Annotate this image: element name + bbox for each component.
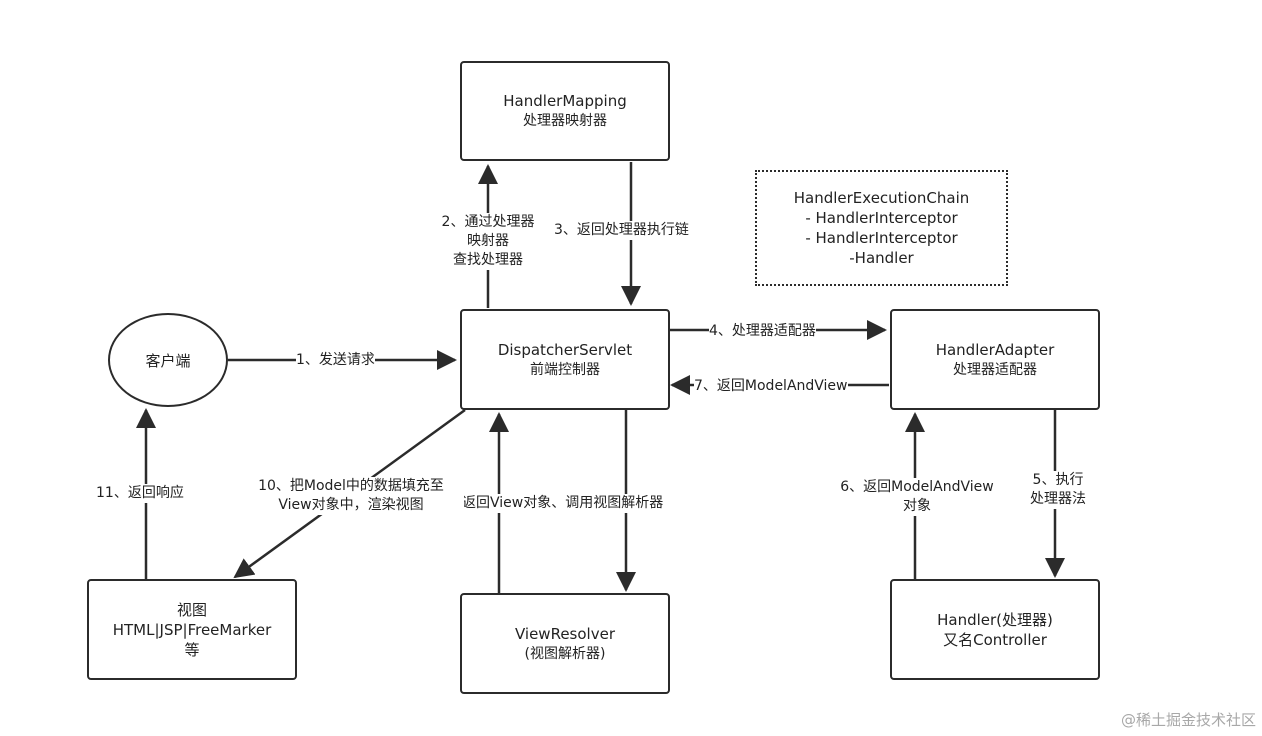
edge-label-10: 10、把Model中的数据填充至 View对象中，渲染视图 — [238, 477, 464, 515]
view-resolver-node: ViewResolver (视图解析器) — [460, 593, 670, 694]
handler-node: Handler(处理器) 又名Controller — [890, 579, 1100, 680]
watermark: @稀土掘金技术社区 — [1120, 711, 1256, 729]
handler-adapter-node: HandlerAdapter 处理器适配器 — [890, 309, 1100, 410]
edge-label-1: 1、发送请求 — [296, 351, 375, 370]
edge-label-5: 5、执行 处理器法 — [1020, 471, 1096, 509]
view-resolver-title: ViewResolver — [514, 624, 615, 643]
dispatcher-title: DispatcherServlet — [497, 340, 633, 359]
edge-label-3: 3、返回处理器执行链 — [554, 221, 689, 240]
view-resolver-subtitle: (视图解析器) — [524, 645, 606, 662]
client-node: 客户端 — [108, 313, 228, 407]
chain-interceptor-2: - HandlerInterceptor — [805, 229, 958, 247]
handler-execution-chain-note: HandlerExecutionChain - HandlerIntercept… — [755, 170, 1008, 286]
dispatcher-servlet-node: DispatcherServlet 前端控制器 — [460, 309, 670, 410]
handler-mapping-title: HandlerMapping — [503, 92, 627, 110]
handler-title: Handler(处理器) — [937, 610, 1053, 629]
view-etc: 等 — [184, 640, 200, 659]
view-title: 视图 — [176, 600, 207, 619]
client-label: 客户端 — [145, 351, 191, 370]
view-formats: HTML|JSP|FreeMarker — [112, 620, 272, 639]
edge-label-4: 4、处理器适配器 — [709, 322, 816, 341]
edge-label-view-resolver: 返回View对象、调用视图解析器 — [462, 494, 664, 513]
edge-label-11: 11、返回响应 — [96, 484, 184, 503]
handler-mapping-node: HandlerMapping 处理器映射器 — [460, 61, 670, 161]
handler-subtitle: 又名Controller — [943, 630, 1047, 649]
dispatcher-subtitle: 前端控制器 — [530, 361, 600, 378]
edge-label-7: 7、返回ModelAndView — [694, 377, 848, 396]
chain-handler: -Handler — [849, 249, 914, 267]
handler-adapter-title: HandlerAdapter — [935, 340, 1055, 359]
chain-title: HandlerExecutionChain — [793, 189, 970, 207]
view-node: 视图 HTML|JSP|FreeMarker 等 — [87, 579, 297, 680]
edge-label-6: 6、返回ModelAndView 对象 — [826, 478, 1008, 516]
chain-interceptor-1: - HandlerInterceptor — [805, 209, 958, 227]
handler-mapping-subtitle: 处理器映射器 — [523, 113, 607, 129]
handler-adapter-subtitle: 处理器适配器 — [953, 361, 1037, 378]
edge-label-2: 2、通过处理器 映射器 查找处理器 — [436, 213, 540, 270]
